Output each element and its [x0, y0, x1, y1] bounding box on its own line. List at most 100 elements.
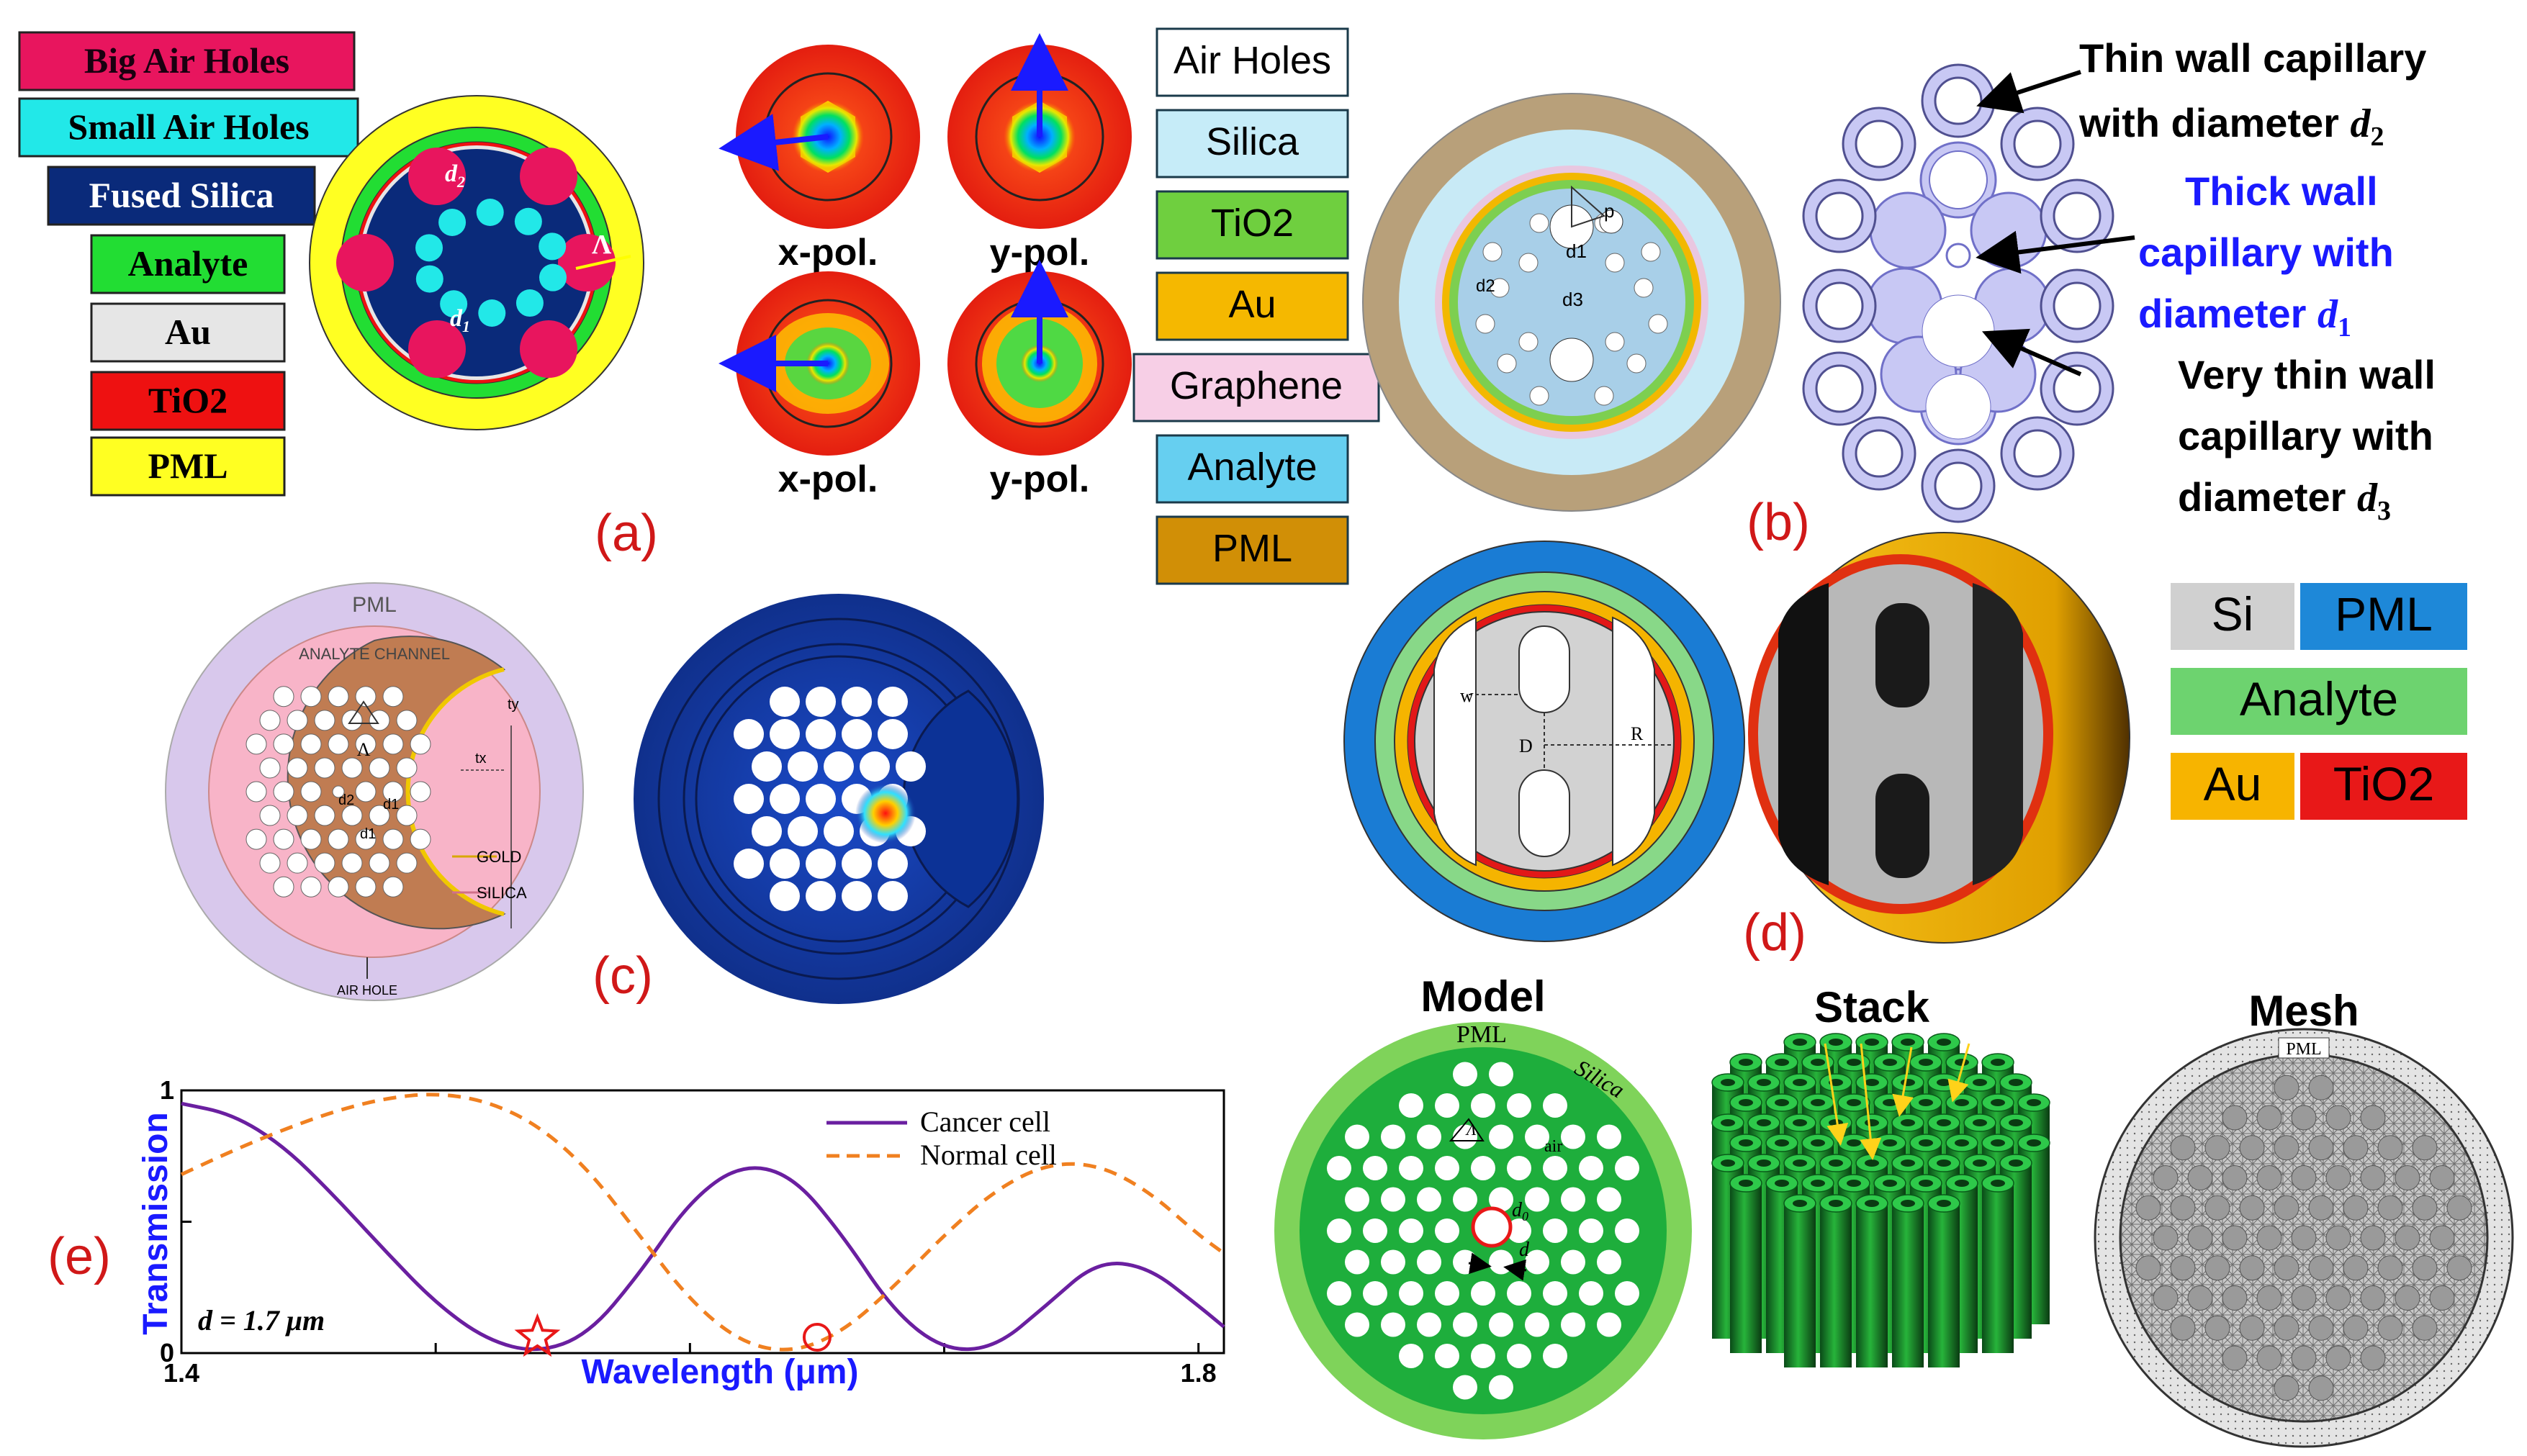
thick-wall-line3: diameter d1	[2138, 291, 2351, 343]
series-line-cancer-cell	[181, 1101, 1225, 1352]
model-d: d	[1519, 1239, 1530, 1261]
b-legend-label: PML	[1212, 527, 1292, 570]
panel-c-caption: (c)	[593, 947, 653, 1005]
chart-ylabel: Transmission	[137, 1112, 175, 1334]
big-air-hole	[520, 148, 577, 205]
x-tick-label: 1.8	[1181, 1358, 1217, 1388]
big-air-hole	[520, 320, 577, 378]
label-d3: d3	[1562, 289, 1583, 310]
small-air-hole	[476, 199, 504, 227]
panel-c-schematic: PML ANALYTE CHANNEL Λ d2 d1 d1 tx ty GOL…	[165, 582, 584, 1001]
small-air-hole	[515, 289, 544, 317]
panel-d-caption: (d)	[1743, 904, 1806, 962]
capillary-annotations: Thin wall capillary with diameter d2 Thi…	[1976, 35, 2436, 526]
small-air-hole	[539, 232, 567, 261]
b-legend-item-graphene: Graphene	[1132, 353, 1380, 422]
very-thin-wall-line1: Very thin wall	[2178, 352, 2436, 397]
model-lambda: Λ	[1465, 1121, 1477, 1139]
panel-b-air-holes	[1475, 185, 1668, 406]
b-legend-label: Au	[1228, 283, 1276, 326]
legend-item-au: Au	[90, 302, 286, 363]
big-air-hole	[408, 148, 466, 205]
small-air-hole	[514, 207, 542, 235]
thick-wall-line1: Thick wall	[2185, 168, 2378, 214]
big-air-hole	[558, 234, 616, 291]
pol-label-2: y-pol.	[990, 232, 1090, 273]
c-label-air-hole: AIR HOLE	[337, 983, 397, 998]
thin-wall-line2: with diameter d2	[2078, 100, 2384, 152]
c-label-analyte-channel: ANALYTE CHANNEL	[299, 645, 450, 663]
legend-label: Small Air Holes	[68, 107, 309, 147]
legend-label: TiO2	[148, 380, 228, 420]
chart-annotation: d = 1.7 μm	[198, 1304, 325, 1337]
pol-label-4: y-pol.	[990, 458, 1090, 500]
b-legend-item-tio2: TiO2	[1156, 190, 1349, 260]
very-thin-wall-line2: capillary with	[2178, 413, 2433, 458]
b-legend-label: Analyte	[1187, 446, 1317, 489]
model-pml: PML	[1456, 1021, 1507, 1048]
d-label-R: R	[1631, 723, 1644, 744]
c-label-pml: PML	[352, 593, 397, 617]
panel-c: PML ANALYTE CHANNEL Λ d2 d1 d1 tx ty GOL…	[165, 582, 1044, 1005]
mode-field-3	[719, 271, 920, 456]
lambda-label: Λ	[592, 230, 612, 260]
d-legend-item-tio2: TiO2	[2300, 753, 2467, 820]
d-legend-item-analyte: Analyte	[2171, 668, 2467, 735]
legend-item-small-air-holes: Small Air Holes	[18, 97, 359, 158]
d-legend-label: Analyte	[2240, 672, 2398, 725]
c-label-gold: GOLD	[477, 848, 521, 866]
label-d2: d2	[1476, 276, 1495, 296]
small-air-hole	[415, 265, 443, 293]
d-legend-item-pml: PML	[2300, 583, 2467, 650]
legend-label: PML	[148, 446, 228, 486]
c-label-d1: d1	[383, 797, 399, 813]
mesh-pml: PML	[2286, 1040, 2321, 1059]
d-label-D: D	[1519, 736, 1533, 756]
small-air-holes	[415, 199, 567, 327]
panel-d-cross-section: w D R	[1343, 541, 1745, 942]
legend-label: Big Air Holes	[84, 40, 289, 81]
chart-plot-area	[180, 1089, 1225, 1355]
big-air-hole	[336, 234, 394, 291]
panel-a-fiber-cross-section: d2 d1 Λ	[309, 95, 644, 430]
thick-wall-line2: capillary with	[2138, 230, 2394, 275]
d-legend-item-au: Au	[2171, 753, 2294, 820]
star-marker	[514, 1313, 561, 1357]
model-d0: d0	[1512, 1199, 1528, 1224]
legend-entry: Normal cell	[920, 1139, 1057, 1171]
c-label-d1b: d1	[360, 826, 376, 842]
stack-view: Stack	[1711, 983, 2050, 1367]
stack-title: Stack	[1814, 983, 1930, 1031]
c-label-tx: tx	[475, 751, 487, 767]
small-air-hole	[415, 234, 443, 262]
panel-b-fiber-cross-section: p d1 d2 d3	[1362, 93, 1781, 512]
d-legend-item-si: Si	[2171, 583, 2294, 650]
b-legend-label: Silica	[1206, 120, 1299, 163]
model-title: Model	[1420, 972, 1545, 1021]
legend-item-analyte: Analyte	[90, 234, 286, 294]
mesh-title: Mesh	[2248, 987, 2359, 1035]
b-legend-item-pml: PML	[1156, 515, 1349, 585]
c-label-ty: ty	[508, 697, 519, 713]
fused-silica-core	[363, 149, 590, 376]
legend-label: Fused Silica	[89, 175, 274, 215]
x-pol-arrow	[719, 114, 829, 171]
b-legend-item-au: Au	[1156, 271, 1349, 341]
chart-xlabel: Wavelength (μm)	[582, 1353, 859, 1391]
legend-item-big-air-holes: Big Air Holes	[18, 31, 356, 91]
d-legend-label: PML	[2335, 587, 2433, 641]
mode-field-4	[947, 260, 1132, 456]
panel-f: Model PML Silica air Λ d0 d Stack Me	[1274, 972, 2514, 1448]
b-legend-label: Graphene	[1170, 364, 1343, 407]
label-p: p	[1604, 200, 1614, 222]
mode-field-1	[719, 45, 920, 229]
model-view: Model PML Silica air Λ d0 d	[1274, 972, 1692, 1439]
d-label-w: w	[1460, 685, 1474, 706]
